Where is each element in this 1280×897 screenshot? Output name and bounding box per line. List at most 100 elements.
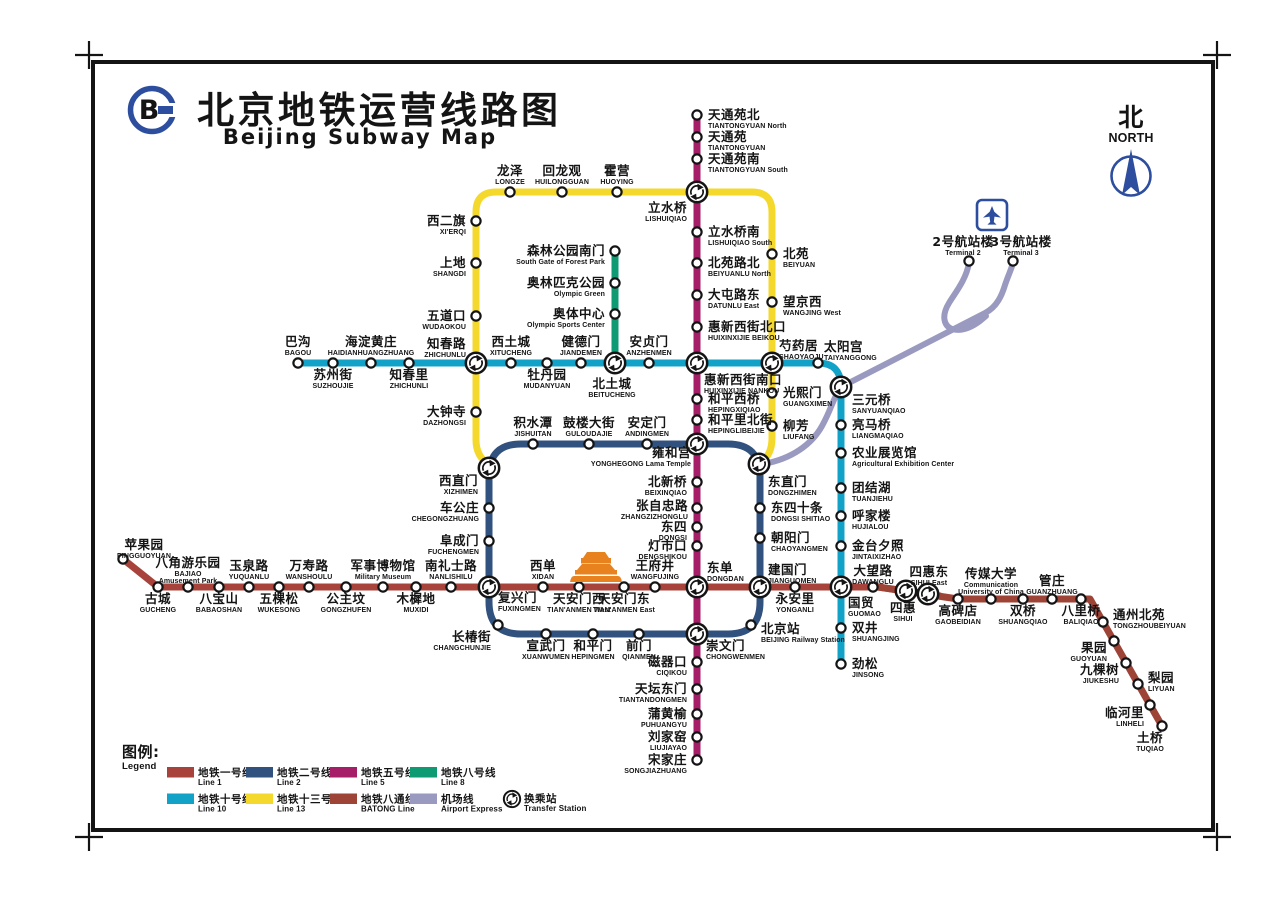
station-label-en: TUANJIEHU <box>852 496 893 503</box>
station-label-zh: 阜成门 <box>440 533 479 548</box>
airplane-icon <box>975 198 1009 232</box>
station-dot <box>609 245 621 257</box>
station-label-en: BABAOSHAN <box>196 607 242 614</box>
station-label-zh: 惠新西街北口 <box>708 319 786 334</box>
station-dot <box>470 310 482 322</box>
station-label-en: HUILONGGUAN <box>535 179 589 186</box>
station-dot <box>691 502 703 514</box>
station-label-zh: 公主坟 <box>326 591 365 606</box>
station-dot <box>691 708 703 720</box>
station-label-zh: 东单 <box>707 560 733 575</box>
station-dot <box>641 438 653 450</box>
station-label-en: JISHUITAN <box>514 431 551 438</box>
station-label-zh: 宋家庄 <box>647 752 687 767</box>
station-label-zh: 苏州街 <box>313 367 352 382</box>
station-label-zh: 立水桥 <box>648 200 687 215</box>
station-label-zh: 立水桥南 <box>708 224 760 239</box>
station-dot <box>537 581 549 593</box>
station-label-en: PUHUANGYU <box>641 722 687 729</box>
station-label-zh: 惠新西街南口 <box>704 372 782 387</box>
station-dot <box>835 510 847 522</box>
station-label-zh: 知春里 <box>388 367 428 382</box>
station-label-en: XITUCHENG <box>490 350 533 357</box>
station-dot <box>273 581 285 593</box>
station-dot <box>691 109 703 121</box>
station-dot <box>504 186 516 198</box>
map-title: 北京地铁运营线路图 <box>197 89 562 132</box>
transfer-station-icon <box>747 452 771 476</box>
station-label-en: LISHUIQIAO South <box>708 240 772 247</box>
station-dot <box>691 393 703 405</box>
station-dot <box>1144 699 1156 711</box>
station-label-en: HUIXINXIJIE NANKOU <box>704 388 779 395</box>
station-label-en: JINTAIXIZHAO <box>852 554 902 561</box>
station-label-en: BALIQIAO <box>1063 619 1098 626</box>
transfer-station-icon <box>760 351 784 375</box>
station-label-en: ZHICHUNLU <box>424 352 466 359</box>
station-dot <box>691 226 703 238</box>
station-label-en: HEPINGXIQIAO <box>708 407 761 414</box>
station-label-en: Communication <box>964 582 1018 589</box>
legend-label-zh: 地铁八号线 <box>441 766 496 779</box>
station-label-en: GUANZHUANG <box>1026 589 1078 596</box>
station-label-en: LIYUAN <box>1148 686 1175 693</box>
legend-swatch <box>330 793 357 804</box>
station-dot <box>952 593 964 605</box>
station-dot <box>691 321 703 333</box>
station-label-zh: 灯市口 <box>648 538 687 553</box>
legend-label-en: Line 13 <box>277 805 306 814</box>
station-dot <box>556 186 568 198</box>
station-label-en: WUKESONG <box>258 607 301 614</box>
legend-swatch <box>330 767 357 778</box>
station-label-en: SIHUI <box>893 616 912 623</box>
station-label-en: DENGSHIKOU <box>639 554 687 561</box>
station-dot <box>1108 635 1120 647</box>
station-dot <box>410 581 422 593</box>
station-label-en: BAGOU <box>285 350 312 357</box>
station-dot <box>691 731 703 743</box>
station-label-zh: 朝阳门 <box>771 530 810 545</box>
station-label-zh: 万寿路 <box>288 558 328 573</box>
station-label-zh: 金台夕照 <box>851 538 904 553</box>
station-label-en: HEPINGLIBEIJIE <box>708 428 765 435</box>
station-dot <box>691 131 703 143</box>
station-label-zh: 八里桥 <box>1060 603 1100 618</box>
station-label-en: GUANGXIMEN <box>783 401 832 408</box>
station-label-zh: 崇文门 <box>706 638 745 653</box>
station-label-en: JINSONG <box>852 672 885 679</box>
station-dot <box>766 420 778 432</box>
station-label-en: TIANTANDONGMEN <box>619 697 687 704</box>
station-dot <box>541 357 553 369</box>
station-label-en: ZHICHUNLI <box>390 383 429 390</box>
station-label-en: GONGZHUFEN <box>321 607 372 614</box>
station-label-zh: 柳芳 <box>783 418 809 433</box>
station-label-zh: 大钟寺 <box>427 404 466 419</box>
station-dot <box>1156 720 1168 732</box>
station-dot <box>365 357 377 369</box>
station-label-en: QIANMEN <box>622 654 656 661</box>
station-label-zh: 西土城 <box>491 334 530 349</box>
legend-label-en: Line 8 <box>441 778 465 787</box>
legend-title-en: Legend <box>122 761 156 772</box>
legend-swatch <box>246 793 273 804</box>
station-dot <box>691 257 703 269</box>
legend-swatch <box>246 767 273 778</box>
north-label-zh: 北 <box>1118 103 1144 132</box>
station-label-en: BEIJING Railway Station <box>761 637 845 644</box>
station-label-en: SIHUI East <box>911 580 948 587</box>
station-dot <box>835 658 847 670</box>
station-label-en: BAJIAO <box>174 571 202 578</box>
station-dot <box>327 357 339 369</box>
station-label-zh: 上地 <box>440 255 466 270</box>
station-label-zh: 三元桥 <box>852 392 891 407</box>
station-label-en: DONGSI SHITIAO <box>771 516 831 523</box>
station-label-zh: 刘家窑 <box>648 729 687 744</box>
line-path-line13 <box>472 188 776 470</box>
station-label-zh: 王府井 <box>635 558 674 573</box>
station-label-en: JIUKESHU <box>1083 678 1119 685</box>
station-label-zh: 五棵松 <box>259 591 298 606</box>
transfer-station-icon <box>916 582 940 606</box>
